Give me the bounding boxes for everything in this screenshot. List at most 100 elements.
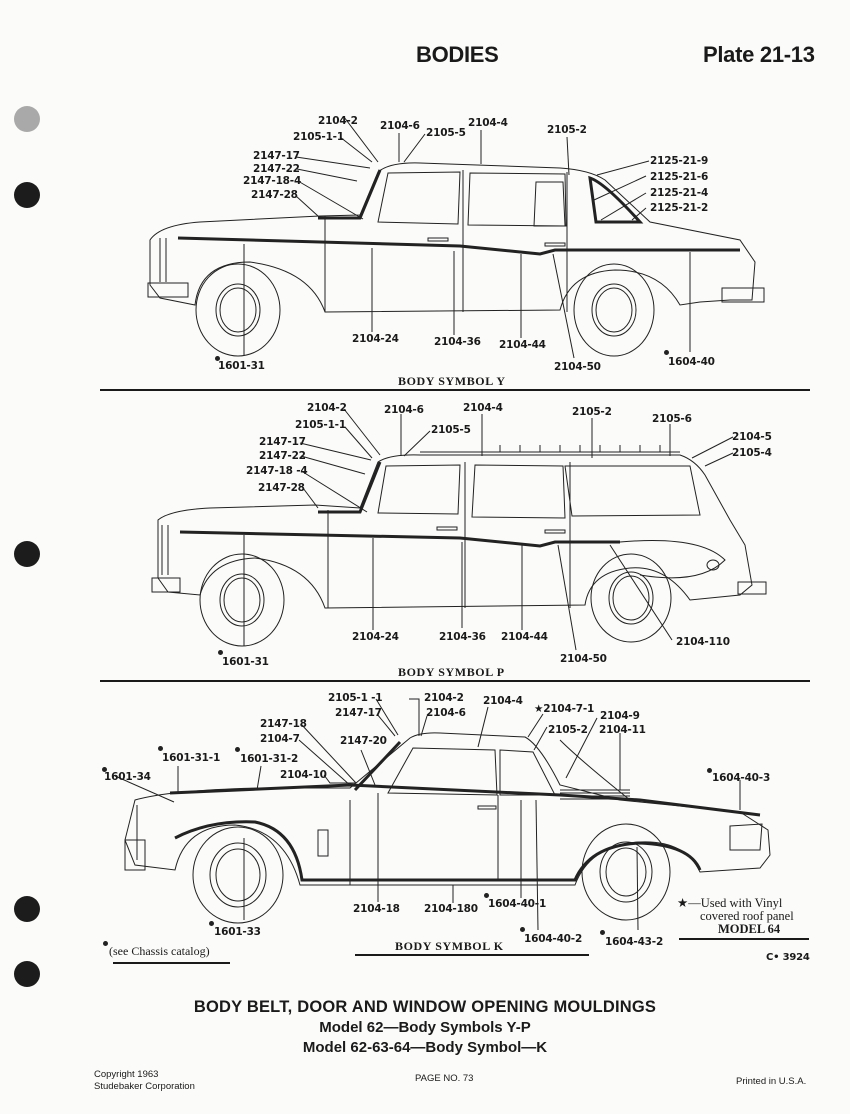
callout-label: 1601-31: [218, 360, 265, 372]
callout-label: 2104-6: [426, 707, 466, 719]
chassis-catalog-note: (see Chassis catalog): [109, 944, 210, 958]
callout-label: 2147-17: [253, 150, 300, 162]
divider: [100, 389, 810, 391]
drawing-number: C• 3924: [766, 952, 810, 963]
callout-label: 2105-2: [547, 124, 587, 136]
callout-label: 2147-22: [253, 163, 300, 175]
callout-label: 2105-5: [431, 424, 471, 436]
callout-label: 2104-44: [501, 631, 548, 643]
callout-label: 2147-28: [251, 189, 298, 201]
callout-label: 2125-21-6: [650, 171, 709, 183]
callout-label: 2105-1-1: [293, 131, 344, 143]
section-title: BODIES: [416, 42, 499, 67]
callout-label: 2104-50: [554, 361, 601, 373]
chassis-marker-dot: [600, 930, 605, 935]
plate-subtitle-2: Model 62-63-64—Body Symbol—K: [302, 1039, 548, 1056]
chassis-marker-dot: [520, 927, 525, 932]
callout-label: 2105-6: [652, 413, 692, 425]
callout-label: 2105-1-1: [295, 419, 346, 431]
printed-in: Printed in U.S.A.: [736, 1076, 807, 1087]
vinyl-note-line1: ★—Used with Vinyl: [677, 896, 783, 910]
callout-label: 2104-2: [424, 692, 464, 704]
callout-label: 2125-21-2: [650, 202, 709, 214]
callout-label: 2105-2: [572, 406, 612, 418]
binder-hole: [14, 896, 40, 922]
plate-subtitle-1: Model 62—Body Symbols Y-P: [319, 1019, 531, 1036]
callout-label: 2104-18: [353, 903, 400, 915]
chassis-marker-dot: [664, 350, 669, 355]
figure-caption: BODY SYMBOL P: [398, 665, 505, 679]
callout-label: 2147-17: [335, 707, 382, 719]
callout-label: 2105-4: [732, 447, 772, 459]
callout-label: 2104-4: [463, 402, 503, 414]
callout-label: 2147-20: [340, 735, 387, 747]
callout-label: 2104-50: [560, 653, 607, 665]
callout-label: 2104-9: [600, 710, 640, 722]
callout-label: 2125-21-9: [650, 155, 709, 167]
callout-label: 2104-6: [384, 404, 424, 416]
callout-label: 1604-40: [668, 356, 715, 368]
chassis-marker-dot: [235, 747, 240, 752]
divider: [679, 938, 809, 940]
chassis-marker-dot: [707, 768, 712, 773]
callout-label: 2147-18: [260, 718, 307, 730]
copyright-owner: Studebaker Corporation: [94, 1081, 195, 1092]
page-number: PAGE NO. 73: [415, 1073, 474, 1084]
callout-label: 1604-40-3: [712, 772, 771, 784]
chassis-marker-dot: [215, 356, 220, 361]
callout-label: 2104-44: [499, 339, 546, 351]
callout-label: 2104-24: [352, 333, 399, 345]
callout-label: 2147-17: [259, 436, 306, 448]
copyright-year: Copyright 1963: [94, 1069, 159, 1080]
plate-number: Plate 21-13: [703, 42, 815, 67]
callout-label: 2104-2: [307, 402, 347, 414]
chassis-marker-dot: [484, 893, 489, 898]
callout-label: 2104-110: [676, 636, 730, 648]
chassis-marker-dot: [102, 767, 107, 772]
callout-label: 2104-11: [599, 724, 646, 736]
figure-caption: BODY SYMBOL K: [395, 939, 504, 953]
plate-title: BODY BELT, DOOR AND WINDOW OPENING MOULD…: [193, 998, 657, 1016]
callout-label: ★2104-7-1: [534, 703, 595, 715]
chassis-marker-dot: [158, 746, 163, 751]
callout-label: 1601-31-2: [240, 753, 299, 765]
callout-label: 2105-2: [548, 724, 588, 736]
divider: [100, 680, 810, 682]
binder-hole: [14, 541, 40, 567]
callout-label: 2104-24: [352, 631, 399, 643]
divider: [355, 954, 589, 956]
callout-label: 1601-31: [222, 656, 269, 668]
callout-label: 2147-22: [259, 450, 306, 462]
callout-label: 2104-10: [280, 769, 327, 781]
callout-label: 2104-2: [318, 115, 358, 127]
callout-label: 2104-6: [380, 120, 420, 132]
callout-label: 1604-40-2: [524, 933, 583, 945]
callout-label: 2147-18 -4: [246, 465, 308, 477]
vinyl-note-line2: covered roof panel: [700, 909, 794, 923]
chassis-marker-dot: [103, 941, 108, 946]
callout-label: 2125-21-4: [650, 187, 709, 199]
callout-label: 1604-43-2: [605, 936, 664, 948]
binder-hole: [14, 961, 40, 987]
callout-label: 2104-36: [439, 631, 486, 643]
callout-label: 1601-31-1: [162, 752, 221, 764]
callout-label: 1601-33: [214, 926, 261, 938]
callout-label: 2104-36: [434, 336, 481, 348]
chassis-marker-dot: [218, 650, 223, 655]
binder-hole: [14, 106, 40, 132]
callout-label: 2104-5: [732, 431, 772, 443]
callout-label: 2104-7: [260, 733, 300, 745]
callout-label: 2147-28: [258, 482, 305, 494]
divider: [113, 962, 230, 964]
binder-hole: [14, 182, 40, 208]
callout-label: 2104-4: [483, 695, 523, 707]
callout-label: 2104-4: [468, 117, 508, 129]
chassis-marker-dot: [209, 921, 214, 926]
callout-label: 2105-5: [426, 127, 466, 139]
callout-label: 1604-40-1: [488, 898, 547, 910]
model-note: MODEL 64: [718, 922, 781, 936]
callout-label: 2147-18-4: [243, 175, 302, 187]
